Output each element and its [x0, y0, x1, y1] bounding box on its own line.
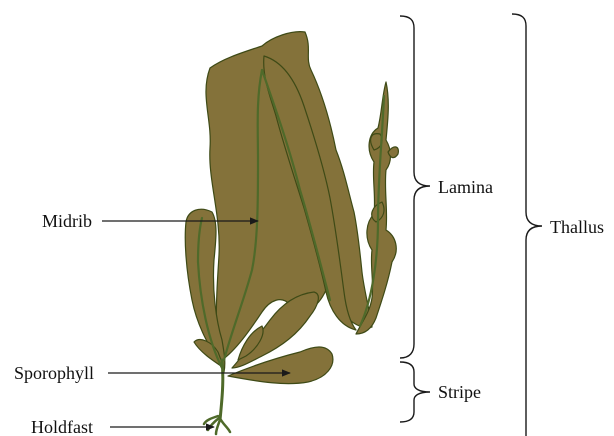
stripe-brace	[400, 362, 430, 422]
thallus-label: Thallus	[550, 217, 604, 237]
stripe-label: Stripe	[438, 382, 481, 402]
holdfast-label: Holdfast	[31, 417, 93, 436]
midrib-label: Midrib	[42, 211, 92, 231]
lamina-label: Lamina	[438, 177, 493, 197]
lamina-brace	[400, 16, 430, 358]
holdfast-roots	[204, 416, 230, 434]
thallus-brace	[512, 14, 542, 436]
sporophyll-label: Sporophyll	[14, 363, 94, 383]
